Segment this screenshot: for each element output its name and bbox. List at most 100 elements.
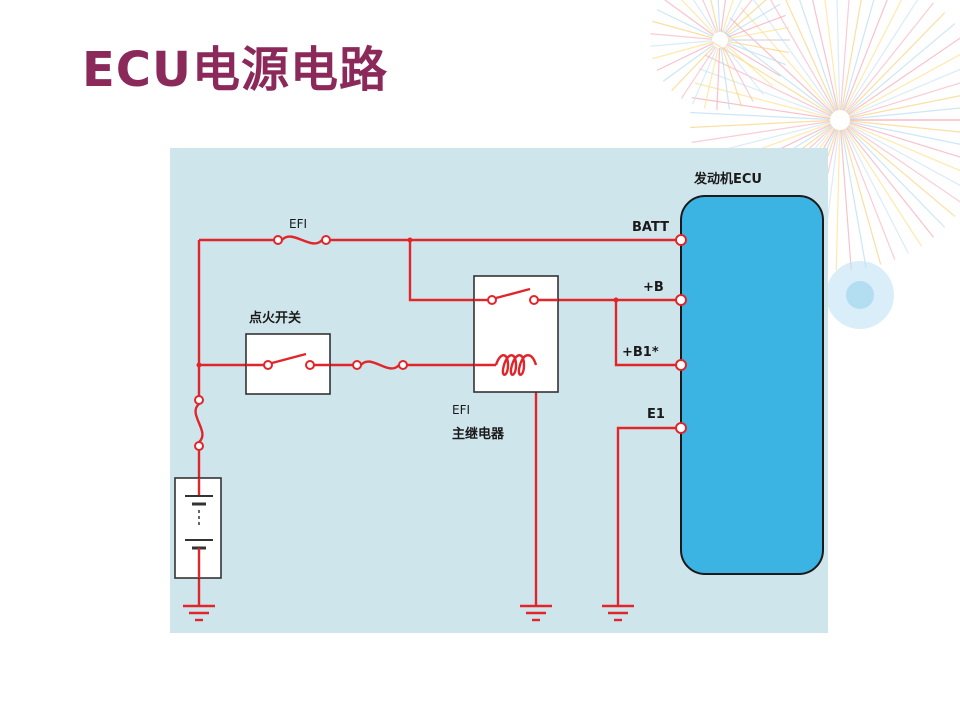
firework-ray <box>690 111 831 121</box>
fuse-symbol <box>194 403 204 443</box>
firework-ray <box>841 0 862 111</box>
firework-ray <box>692 0 717 34</box>
firework-ray <box>848 68 960 117</box>
firework-ray <box>845 127 934 238</box>
firework-ray <box>847 125 956 217</box>
firework-ray <box>691 120 831 143</box>
firework-ray <box>663 0 714 36</box>
fuse-symbol <box>360 360 400 370</box>
firework-ray <box>698 68 831 118</box>
slide-title: ECU电源电路 <box>82 42 388 98</box>
firework-ray <box>836 0 841 111</box>
pin-label: E1 <box>647 407 665 422</box>
firework-ray <box>849 95 960 119</box>
firework-ray <box>848 124 960 187</box>
firework-ray <box>770 0 836 112</box>
fuse-terminal <box>398 360 408 370</box>
firework-ray <box>824 0 840 111</box>
firework-ray <box>847 125 960 203</box>
relay-label-main: 主继电器 <box>452 426 505 442</box>
ground-symbol <box>520 604 552 622</box>
ecu-pin-e1 <box>675 422 687 434</box>
firework-ray <box>690 119 831 129</box>
firework-ray <box>845 2 934 113</box>
fuse-terminal <box>321 235 331 245</box>
firework-ray <box>723 46 754 102</box>
firework-ray <box>727 14 786 38</box>
firework-ray <box>847 37 960 115</box>
firework-ray <box>726 3 781 37</box>
pin-label: BATT <box>632 220 669 235</box>
firework-ray <box>842 0 875 111</box>
firework-ray <box>663 44 714 82</box>
firework-ray <box>727 26 789 40</box>
firework-ray <box>650 40 713 47</box>
firework-ray <box>727 42 786 66</box>
firework-ray <box>849 120 960 133</box>
firework-ray <box>716 47 721 110</box>
ecu-label: 发动机ECU <box>693 171 762 187</box>
firework-ray <box>848 53 960 116</box>
firework-ray <box>656 42 714 71</box>
firework-ray <box>849 107 960 120</box>
fuse-terminal <box>194 441 204 451</box>
ecu-block <box>680 195 824 575</box>
firework-ray <box>811 0 839 111</box>
firework-ray <box>671 45 715 92</box>
firework-ray <box>652 20 713 39</box>
ignition-switch-label: 点火开关 <box>249 310 301 326</box>
fuse-symbol <box>281 235 323 245</box>
junction-dot <box>613 297 619 303</box>
firework-ray <box>844 0 919 112</box>
firework-ray <box>680 46 717 99</box>
firework-ray <box>799 0 838 111</box>
firework-ray <box>840 0 850 111</box>
ecu-pin-b <box>675 294 687 306</box>
ground-symbol <box>602 604 634 622</box>
firework-ray <box>656 9 714 38</box>
firework-ray <box>846 12 946 114</box>
relay-contact <box>487 295 497 305</box>
switch-contact <box>305 360 315 370</box>
fuse-terminal <box>273 235 283 245</box>
pin-label: +B <box>643 280 664 295</box>
firework-ray <box>720 47 730 110</box>
fuse-terminal <box>194 395 204 405</box>
firework-ray <box>703 47 719 109</box>
firework-ray <box>835 129 841 270</box>
pin-label: +B1* <box>622 345 659 360</box>
switch-contact <box>263 360 273 370</box>
firework-ray <box>724 0 753 35</box>
firework-ray <box>725 0 767 36</box>
wire <box>616 426 681 606</box>
fuse-label: EFI <box>289 217 307 231</box>
firework-ray <box>849 121 960 145</box>
firework-ray <box>723 0 743 34</box>
firework-ray <box>840 129 852 270</box>
relay-label-efi: EFI <box>452 403 470 417</box>
firework-ray <box>704 54 832 117</box>
firework-ray <box>847 23 956 115</box>
firework-ray <box>740 7 834 113</box>
wire <box>614 300 681 367</box>
firework-ray <box>844 128 922 247</box>
junction-dot <box>407 237 413 243</box>
relay-contact <box>529 295 539 305</box>
firework-ray <box>849 122 960 158</box>
ecu-pin-batt <box>675 234 687 246</box>
firework-ray <box>691 97 831 120</box>
firework-ray <box>652 41 713 60</box>
firework-ray <box>717 0 721 33</box>
firework-ray <box>846 126 946 228</box>
wire <box>408 240 474 302</box>
firework-ray <box>702 0 718 33</box>
firework-ray <box>729 17 834 114</box>
firework-ray <box>726 43 781 77</box>
firework-ray <box>721 47 743 107</box>
ground-symbol <box>183 604 215 622</box>
glow-dot <box>846 281 874 309</box>
firework-ray <box>849 82 960 118</box>
ecu-pin-b1 <box>675 359 687 371</box>
firework-ray <box>848 123 960 172</box>
